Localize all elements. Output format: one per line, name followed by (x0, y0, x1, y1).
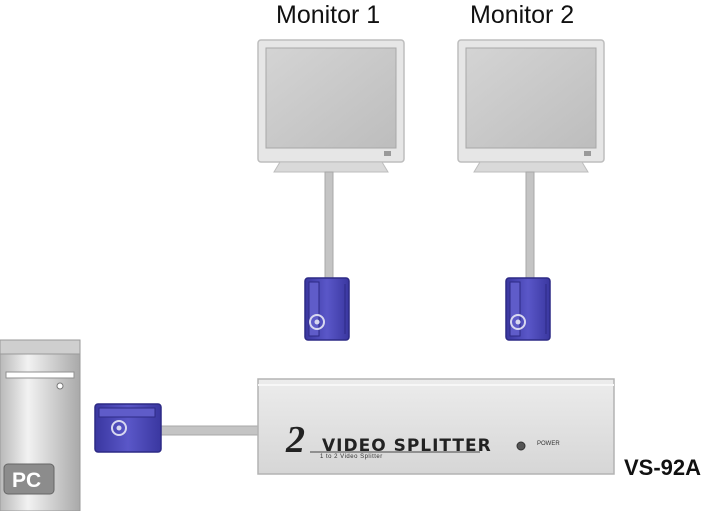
pc-tower (0, 339, 81, 511)
splitter-title: VIDEO SPLITTER (322, 436, 492, 456)
splitter-power-label: POWER (537, 441, 560, 447)
monitor-1-label: Monitor 1 (276, 1, 381, 29)
monitor-2 (457, 39, 605, 173)
pc-drive-bay (5, 371, 75, 379)
monitor-2-cable (525, 171, 535, 281)
video-splitter-device (257, 378, 615, 475)
monitor-1-vga-connector (304, 277, 350, 341)
monitor-2-power-led (584, 151, 591, 156)
pc-vga-connector (94, 403, 162, 453)
monitor-2-vga-connector (505, 277, 551, 341)
monitor-2-screen (465, 47, 597, 149)
monitor-2-stand (473, 161, 589, 173)
pc-input-cable (159, 425, 261, 436)
splitter-subtitle: 1 to 2 Video Splitter (320, 454, 383, 460)
pc-power-button (56, 382, 64, 390)
monitor-1-cable (324, 171, 334, 281)
monitor-1-power-led (384, 151, 391, 156)
monitor-2-label: Monitor 2 (470, 1, 575, 29)
model-label: VS-92A (624, 455, 702, 480)
monitor-1-stand (273, 161, 389, 173)
pc-badge (3, 463, 55, 495)
splitter-number: 2 (286, 419, 305, 461)
monitor-1-screen (265, 47, 397, 149)
pc-label: PC (12, 469, 42, 492)
monitor-1 (257, 39, 405, 173)
power-led-icon (516, 441, 526, 451)
